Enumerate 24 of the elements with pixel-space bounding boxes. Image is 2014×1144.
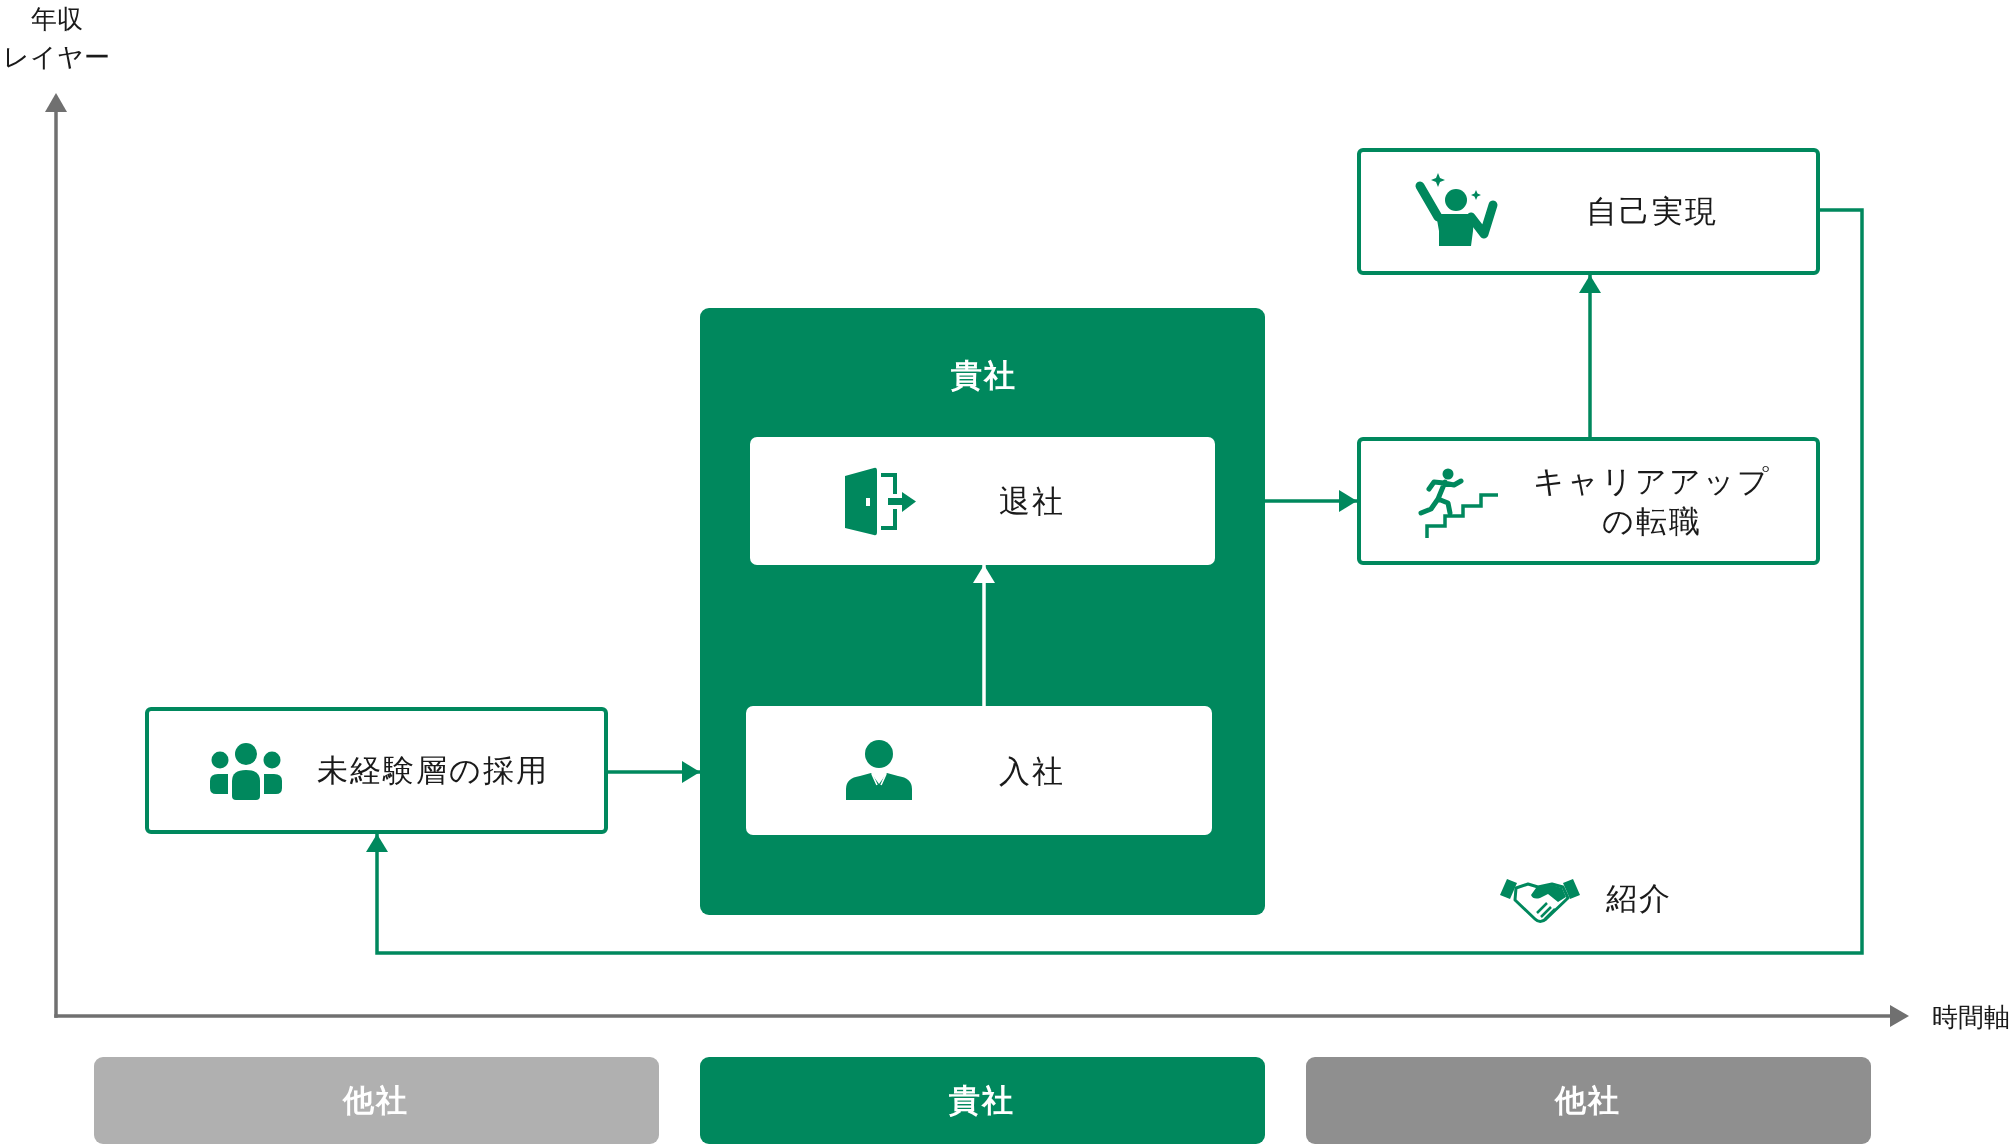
step-card <box>746 706 1212 835</box>
step-box <box>1357 437 1820 565</box>
phase-bar <box>700 1057 1265 1144</box>
step-label: 未経験層の採用 <box>317 751 549 790</box>
phase-bar <box>1306 1057 1871 1144</box>
connector-arrow <box>1579 275 1601 437</box>
axis-label: 時間軸 <box>1932 1001 2010 1034</box>
connector-arrow <box>1265 490 1357 512</box>
step-label: 退社 <box>999 482 1065 521</box>
step-label: キャリアアップの転職 <box>1532 462 1772 541</box>
step-box <box>1357 148 1820 275</box>
step-label: 入社 <box>999 752 1065 791</box>
phase-label: 貴社 <box>949 1081 1015 1120</box>
phase-label: 他社 <box>343 1081 409 1120</box>
connector-arrow <box>973 565 995 706</box>
company-panel <box>700 308 1265 915</box>
step-label: 自己実現 <box>1586 192 1718 231</box>
panel-title: 貴社 <box>951 356 1017 395</box>
phase-label: 他社 <box>1555 1081 1621 1120</box>
connector-arrow <box>608 761 700 783</box>
step-card <box>750 437 1215 565</box>
axis-label: 年収レイヤー <box>2 3 111 74</box>
step-box <box>145 707 608 834</box>
phase-bar <box>94 1057 659 1144</box>
